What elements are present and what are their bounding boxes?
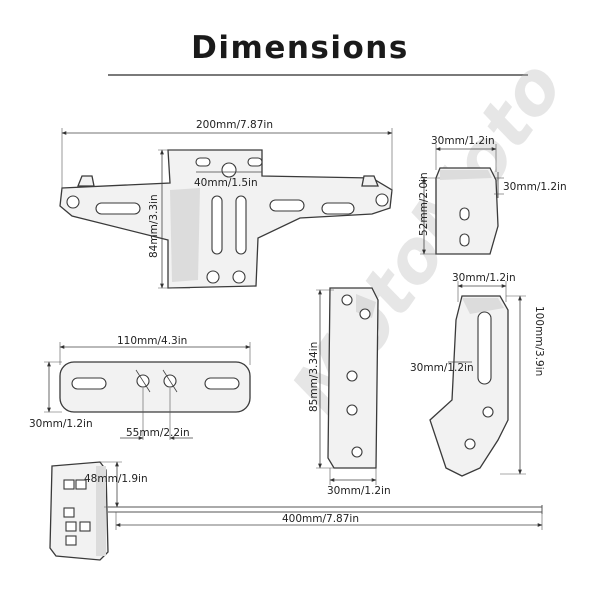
side-bracket-slot-label: 30mm/1.2in (410, 362, 474, 374)
small-l-bracket (435, 167, 499, 255)
bracket-top-width-label: 30mm/1.2in (431, 135, 495, 147)
plate-width-label: 200mm/7.87in (196, 119, 273, 131)
vertical-strip-bracket (327, 287, 379, 469)
cable-length-label: 400mm/7.87in (282, 513, 359, 525)
long-flat-bracket (59, 361, 251, 413)
title-underline (108, 74, 528, 76)
license-light (49, 461, 109, 561)
light-height-label: 48mm/1.9in (84, 473, 148, 485)
side-bracket-height-label: 100mm/3.9in (533, 306, 545, 376)
side-bracket-width-label: 30mm/1.2in (452, 272, 516, 284)
plate-bracket (59, 149, 393, 289)
bracket-top-depth-label: 30mm/1.2in (503, 181, 567, 193)
strip-dimensions (316, 289, 377, 485)
plate-hole-spacing-label: 40mm/1.5in (194, 177, 258, 189)
plate-height-label: 84mm/3.3in (148, 194, 160, 258)
small-bracket-dimensions (420, 144, 504, 255)
plate-width-dimension (61, 128, 393, 192)
side-bracket-dimensions (448, 281, 526, 475)
side-bracket (429, 295, 509, 477)
long-bracket-dimensions (44, 342, 251, 440)
page-title: Dimensions (191, 30, 409, 66)
bracket-small-height-label: 52mm/2.0in (418, 172, 430, 236)
strip-width-label: 30mm/1.2in (327, 485, 391, 497)
cable (108, 505, 543, 514)
strip-height-label: 85mm/3.34in (308, 342, 320, 412)
light-cable-dimensions (100, 461, 543, 530)
long-bracket-height-label: 30mm/1.2in (29, 418, 93, 430)
plate-height-dimension (158, 149, 190, 289)
long-bracket-hole-spacing-label: 55mm/2.2in (126, 427, 190, 439)
long-bracket-width-label: 110mm/4.3in (117, 335, 187, 347)
